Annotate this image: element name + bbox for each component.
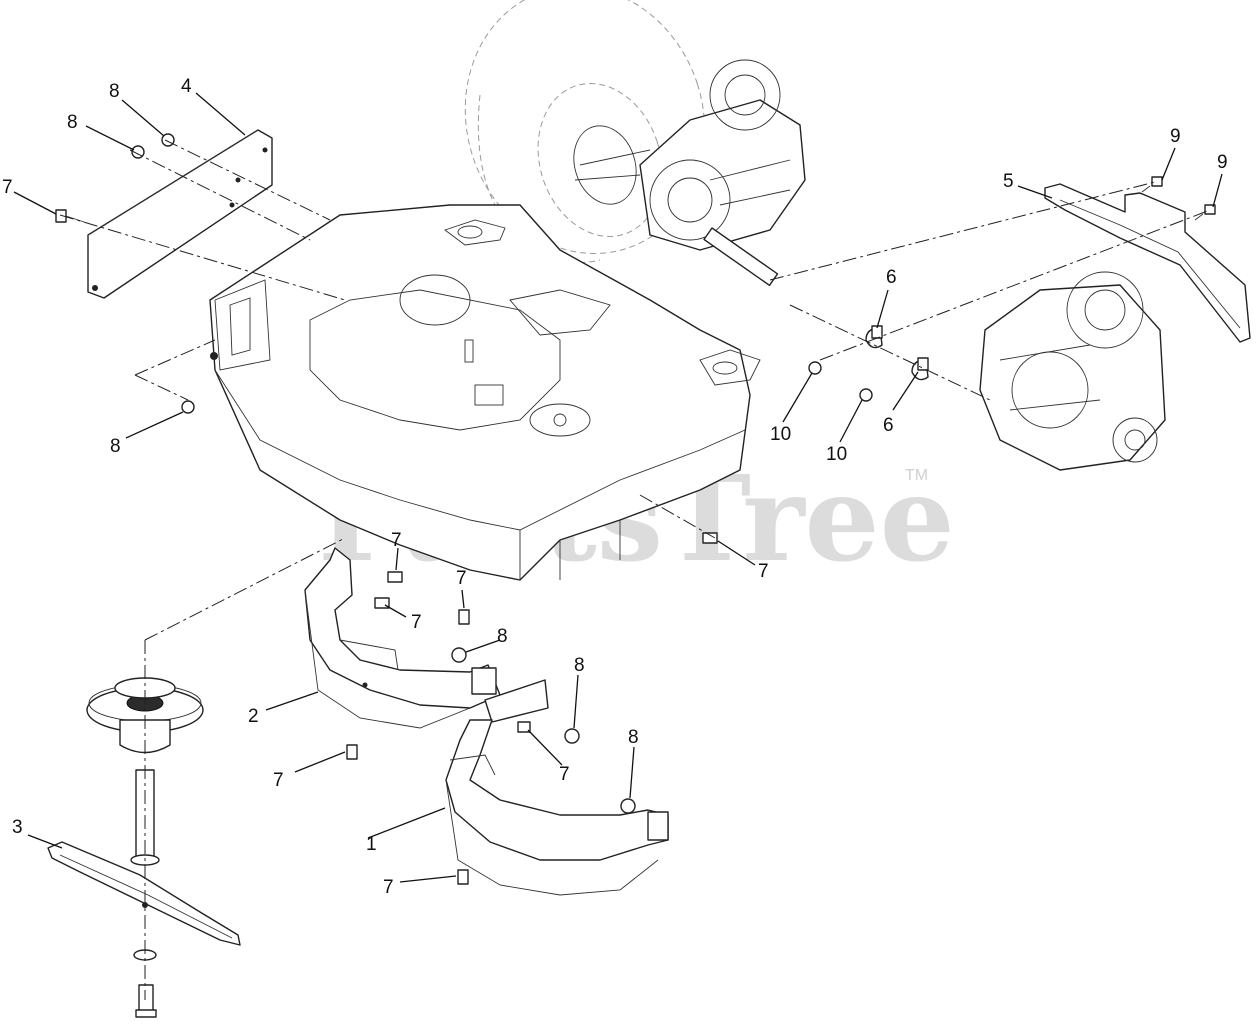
bolt-7-a	[55, 209, 85, 223]
callout-7-g: 7	[273, 770, 284, 791]
bolt-7-f	[517, 721, 531, 733]
transmission-lower	[979, 271, 1166, 471]
leader-lines	[13, 92, 1223, 883]
blade-shield-1	[445, 679, 669, 896]
baffle-plate-5	[1044, 183, 1251, 343]
callout-7-a: 7	[2, 177, 13, 198]
nut-8-f	[620, 798, 636, 814]
callout-5: 5	[1003, 171, 1014, 192]
callout-8-b: 8	[67, 112, 78, 133]
baffle-plate-4	[87, 129, 273, 299]
bolt-7-h	[457, 869, 469, 885]
callout-9-a: 9	[1170, 126, 1181, 147]
callout-8-d: 8	[497, 626, 508, 647]
callout-8-f: 8	[628, 727, 639, 748]
callout-8-e: 8	[574, 655, 585, 676]
callout-4: 4	[181, 76, 192, 97]
mower-blade-3	[47, 841, 241, 1018]
nut-8-e	[564, 728, 580, 744]
nut-10-upper	[808, 361, 822, 375]
bolt-7-d	[458, 609, 470, 625]
bolt-7-b	[387, 571, 403, 583]
callouts: 1 2 3 4 5 6 6 7 7 7 7 7 7 7 7 8 8 8 8 8 …	[2, 76, 1228, 898]
callout-7-h: 7	[383, 877, 394, 898]
callout-8-a: 8	[109, 81, 120, 102]
callout-3: 3	[12, 817, 23, 838]
callout-1: 1	[366, 834, 377, 855]
bolt-7-e	[702, 532, 718, 544]
nut-8-c	[181, 400, 195, 414]
watermark-trademark: TM	[905, 467, 928, 484]
blade-shield-2	[304, 547, 501, 729]
callout-7-c: 7	[411, 612, 422, 633]
callout-10-a: 10	[770, 424, 791, 445]
bolt-9-lower	[1194, 204, 1216, 221]
callout-7-d: 7	[456, 568, 467, 589]
callout-6-lower: 6	[883, 415, 894, 436]
callout-6-upper: 6	[886, 267, 897, 288]
callout-9-b: 9	[1217, 152, 1228, 173]
callout-2: 2	[248, 706, 259, 727]
nut-8-d	[451, 647, 467, 663]
bolt-7-c	[374, 597, 390, 609]
callout-7-e: 7	[758, 561, 769, 582]
nut-10-lower	[859, 388, 873, 402]
transmission-upper	[574, 59, 806, 287]
callout-7-b: 7	[391, 530, 402, 551]
alignment-lines	[59, 139, 1211, 1000]
callout-7-f: 7	[559, 764, 570, 785]
bolt-7-g	[346, 744, 358, 760]
callout-10-b: 10	[826, 444, 847, 465]
callout-8-c: 8	[110, 436, 121, 457]
mower-deck	[209, 204, 761, 581]
bolt-9-upper	[1141, 176, 1163, 193]
